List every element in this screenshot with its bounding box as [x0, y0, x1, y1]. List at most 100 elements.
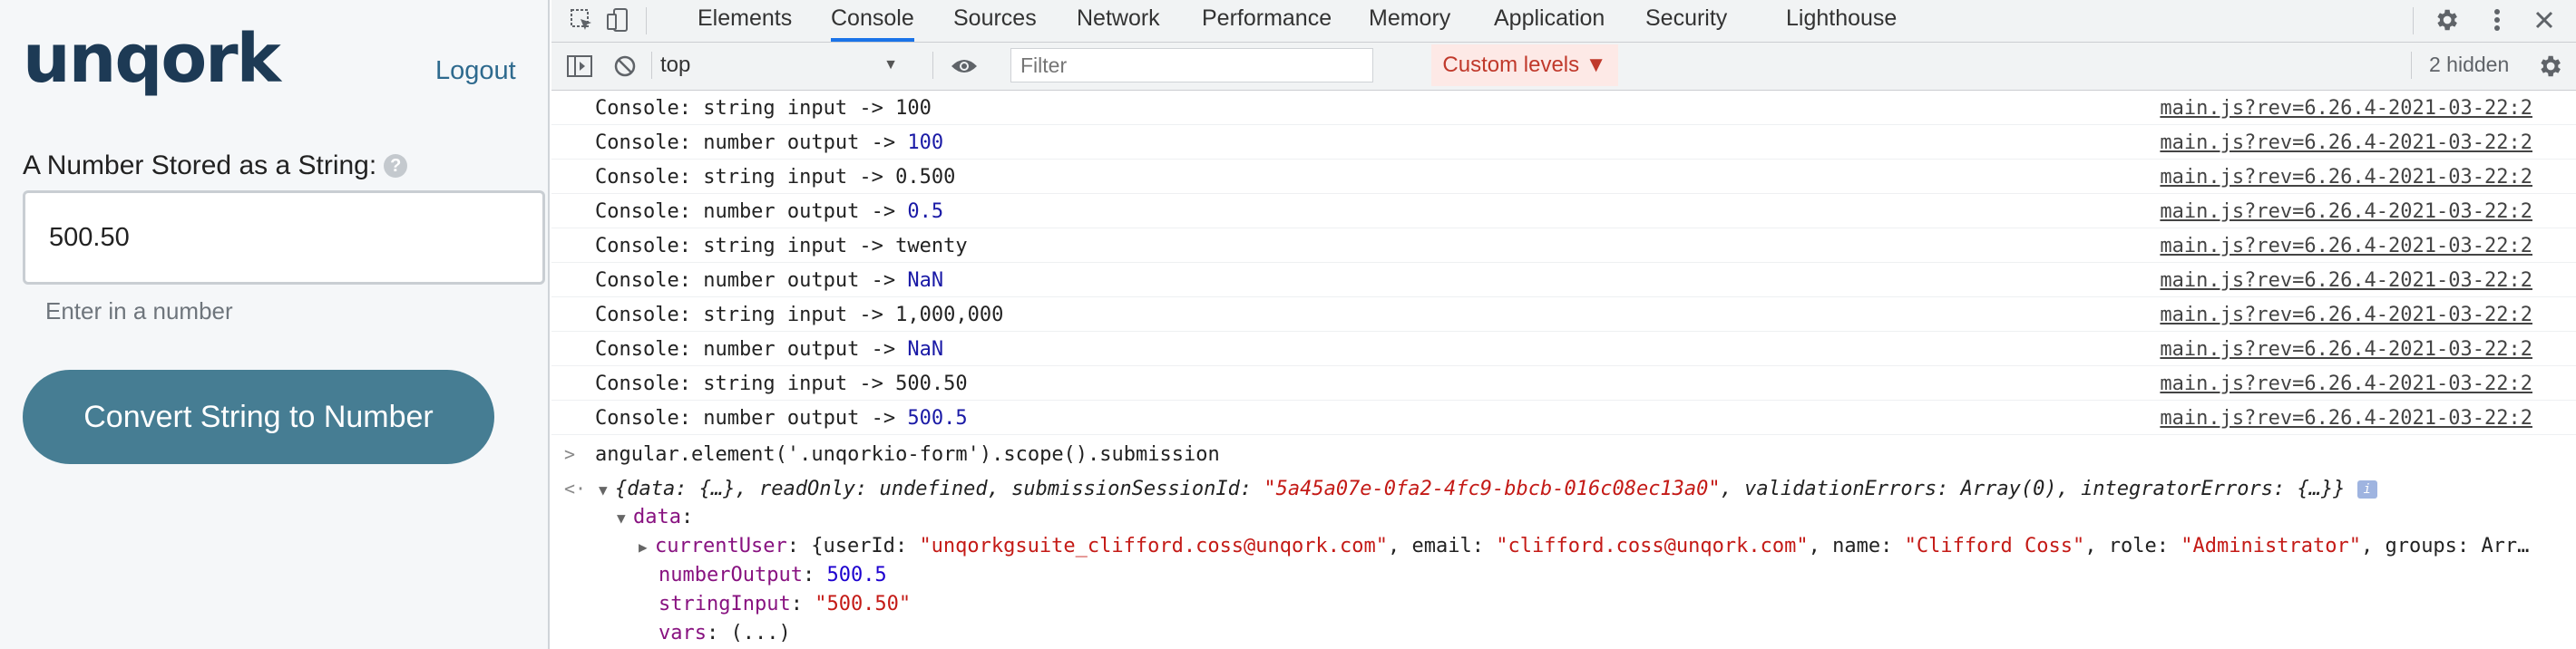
string-input-node: stringInput: "500.50"	[659, 593, 912, 615]
log-message: Console: number output -> 100	[595, 131, 943, 154]
console-log-row: Console: string input -> 1,000,000 main.j…	[551, 297, 2576, 332]
tab-sources[interactable]: Sources	[953, 5, 1037, 31]
log-prefix: Console: string input ->	[595, 97, 896, 120]
log-source-link[interactable]: main.js?rev=6.26.4-2021-03-22:2	[2160, 269, 2532, 292]
prompt-chevron-icon: >	[564, 443, 576, 465]
log-source-link[interactable]: main.js?rev=6.26.4-2021-03-22:2	[2160, 304, 2532, 326]
console-result-row[interactable]: <· ▼{data: {…}, readOnly: undefined, sub…	[551, 475, 2576, 506]
log-prefix: Console: number output ->	[595, 131, 908, 154]
tabbar-divider-right	[2413, 7, 2414, 34]
log-levels-dropdown[interactable]: Custom levels ▼	[1431, 44, 1618, 86]
tab-application[interactable]: Application	[1494, 5, 1605, 31]
log-message: Console: string input -> twenty	[595, 235, 968, 257]
log-prefix: Console: number output ->	[595, 269, 908, 292]
log-prefix: Console: number output ->	[595, 338, 908, 361]
inspect-element-icon[interactable]	[566, 5, 597, 35]
sidebar-toggle-icon[interactable]	[564, 51, 595, 82]
filter-input[interactable]	[1010, 48, 1373, 82]
tab-security[interactable]: Security	[1645, 5, 1728, 31]
toolbar-divider-2	[932, 52, 933, 79]
unqork-logo: unqork	[23, 20, 281, 98]
number-string-input[interactable]	[23, 190, 545, 285]
live-expression-eye-icon[interactable]	[949, 51, 980, 82]
tab-lighthouse[interactable]: Lighthouse	[1786, 5, 1898, 31]
log-source-link[interactable]: main.js?rev=6.26.4-2021-03-22:2	[2160, 338, 2532, 361]
current-user-node[interactable]: ▶currentUser: {userId: "unqorkgsuite_cli…	[639, 535, 2530, 557]
log-message: Console: string input -> 0.500	[595, 166, 955, 189]
console-command-row: > angular.element('.unqorkio-form').scop…	[551, 440, 2576, 472]
log-message: Console: number output -> NaN	[595, 269, 943, 292]
log-value: 500.50	[895, 373, 968, 395]
result-arrow-icon: <·	[564, 478, 587, 499]
data-node[interactable]: ▼data:	[617, 506, 694, 528]
info-icon[interactable]: i	[2356, 480, 2377, 499]
vars-node[interactable]: vars: (...)	[659, 622, 791, 644]
log-value: 0.500	[895, 166, 956, 189]
console-command: angular.element('.unqorkio-form').scope(…	[595, 443, 1220, 466]
tabbar-divider	[646, 7, 647, 34]
log-source-link[interactable]: main.js?rev=6.26.4-2021-03-22:2	[2160, 97, 2532, 120]
log-prefix: Console: string input ->	[595, 235, 896, 257]
console-output: Console: string input -> 100 main.js?rev=…	[551, 91, 2576, 649]
console-log-row: Console: number output -> 100 main.js?rev…	[551, 125, 2576, 160]
clear-console-icon[interactable]	[610, 51, 640, 82]
context-value: top	[660, 53, 691, 77]
console-log-row: Console: number output -> 500.5 main.js?r…	[551, 401, 2576, 435]
log-value: 100	[895, 97, 932, 120]
close-icon[interactable]	[2529, 5, 2560, 35]
settings-gear-icon[interactable]	[2431, 5, 2462, 35]
log-prefix: Console: string input ->	[595, 373, 896, 395]
log-source-link[interactable]: main.js?rev=6.26.4-2021-03-22:2	[2160, 235, 2532, 257]
result-summary[interactable]: ▼{data: {…}, readOnly: undefined, submis…	[599, 478, 2377, 500]
log-value: twenty	[895, 235, 968, 257]
convert-button[interactable]: Convert String to Number	[23, 370, 494, 464]
log-message: Console: number output -> 500.5	[595, 407, 968, 430]
log-prefix: Console: number output ->	[595, 200, 908, 223]
log-source-link[interactable]: main.js?rev=6.26.4-2021-03-22:2	[2160, 131, 2532, 154]
console-log-row: Console: number output -> 0.5 main.js?rev…	[551, 194, 2576, 228]
log-value: 0.5	[907, 200, 944, 223]
expand-triangle-icon[interactable]: ▼	[599, 481, 608, 499]
devtools-panel: Elements Console Sources Network Perform…	[551, 0, 2576, 649]
toolbar-divider	[651, 52, 652, 79]
field-label: A Number Stored as a String: ?	[23, 150, 408, 181]
console-log-row: Console: number output -> NaN main.js?rev…	[551, 263, 2576, 297]
tab-elements[interactable]: Elements	[698, 5, 793, 31]
log-message: Console: string input -> 500.50	[595, 373, 968, 395]
context-selector[interactable]: top ▼	[660, 50, 905, 81]
help-icon[interactable]: ?	[384, 154, 408, 178]
console-settings-gear-icon[interactable]	[2534, 51, 2565, 82]
devtools-tabbar: Elements Console Sources Network Perform…	[551, 0, 2576, 43]
log-value: 1,000,000	[895, 304, 1004, 326]
input-hint: Enter in a number	[45, 297, 233, 324]
tab-performance[interactable]: Performance	[1202, 5, 1332, 31]
console-log-row: Console: string input -> twenty main.js?r…	[551, 228, 2576, 263]
console-log-row: Console: string input -> 500.50 main.js?r…	[551, 366, 2576, 401]
log-prefix: Console: number output ->	[595, 407, 908, 430]
console-log-row: Console: number output -> NaN main.js?rev…	[551, 332, 2576, 366]
log-message: Console: string input -> 100	[595, 97, 932, 120]
dropdown-arrow-icon: ▼	[883, 57, 898, 73]
log-message: Console: number output -> 0.5	[595, 200, 943, 223]
log-source-link[interactable]: main.js?rev=6.26.4-2021-03-22:2	[2160, 407, 2532, 430]
log-message: Console: number output -> NaN	[595, 338, 943, 361]
tab-memory[interactable]: Memory	[1369, 5, 1451, 31]
collapsed-triangle-icon[interactable]: ▶	[639, 538, 648, 556]
tab-console[interactable]: Console	[831, 0, 914, 42]
field-label-text: A Number Stored as a String:	[23, 150, 377, 180]
console-log-row: Console: string input -> 0.500 main.js?re…	[551, 160, 2576, 194]
expand-triangle-icon[interactable]: ▼	[617, 509, 626, 527]
log-source-link[interactable]: main.js?rev=6.26.4-2021-03-22:2	[2160, 166, 2532, 189]
log-source-link[interactable]: main.js?rev=6.26.4-2021-03-22:2	[2160, 373, 2532, 395]
log-prefix: Console: string input ->	[595, 304, 896, 326]
toolbar-divider-3	[2411, 52, 2412, 79]
log-value: 100	[907, 131, 944, 154]
more-options-icon[interactable]	[2482, 5, 2513, 35]
log-value: NaN	[907, 338, 944, 361]
log-value: NaN	[907, 269, 944, 292]
logout-link[interactable]: Logout	[435, 56, 516, 85]
log-prefix: Console: string input ->	[595, 166, 896, 189]
log-source-link[interactable]: main.js?rev=6.26.4-2021-03-22:2	[2160, 200, 2532, 223]
tab-network[interactable]: Network	[1077, 5, 1160, 31]
device-toolbar-icon[interactable]	[602, 5, 633, 35]
